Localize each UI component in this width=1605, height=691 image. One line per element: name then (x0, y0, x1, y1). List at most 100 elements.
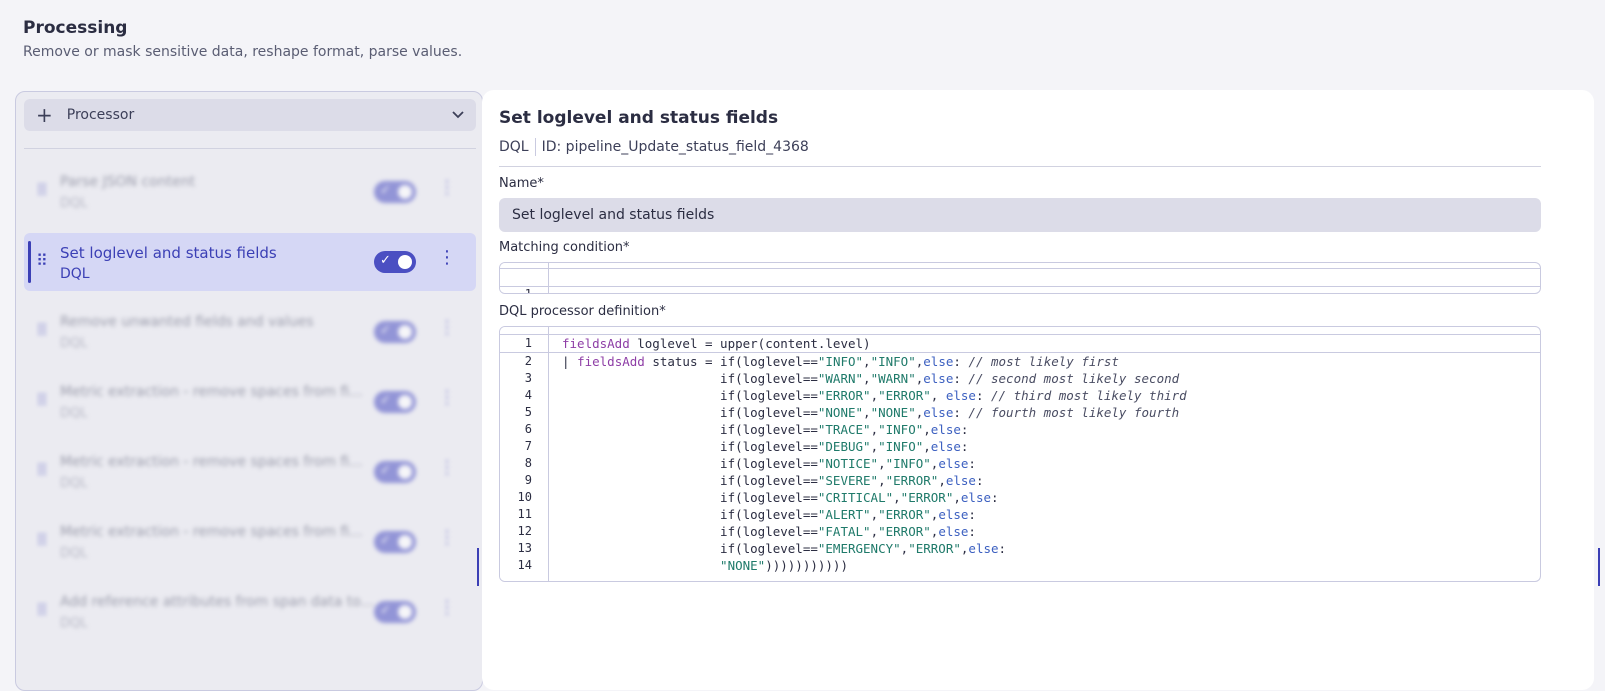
code-line: 4 if(loglevel=="ERROR","ERROR", else: //… (500, 387, 1540, 404)
code-line: 5 if(loglevel=="NONE","NONE",else: // fo… (500, 404, 1540, 421)
page-title: Processing (23, 18, 128, 38)
line-number: 14 (517, 558, 532, 572)
toggle-knob (398, 325, 412, 339)
more-vertical-icon[interactable]: ⋮ (438, 387, 456, 408)
toggle-knob (398, 255, 412, 269)
panel-resize-handle-right[interactable] (1598, 548, 1600, 586)
more-vertical-icon[interactable]: ⋮ (438, 597, 456, 618)
code-text: "NONE"))))))))))) (720, 558, 848, 573)
line-number: 9 (524, 473, 532, 487)
name-field-label: Name* (499, 176, 544, 191)
more-vertical-icon[interactable]: ⋮ (438, 317, 456, 338)
enable-toggle[interactable]: ✓ (374, 461, 416, 483)
processor-id: ID: pipeline_Update_status_field_4368 (541, 139, 809, 155)
drag-handle-icon[interactable]: ⠿ (36, 391, 48, 410)
code-text: if(loglevel=="TRACE","INFO",else: (562, 422, 969, 437)
processor-type: DQL (60, 476, 88, 491)
list-divider (24, 148, 476, 149)
matching-condition-editor[interactable]: 1 isNotNull(`content.level`) (499, 262, 1541, 294)
processor-type: DQL (60, 546, 88, 561)
line-number: 1 (524, 336, 532, 350)
drag-handle-icon[interactable]: ⠿ (36, 461, 48, 480)
processor-name: Parse JSON content (60, 174, 196, 190)
editor-gutter (500, 327, 549, 581)
meta-separator (534, 138, 536, 156)
chevron-down-icon (452, 108, 464, 122)
code-text: if(loglevel=="ALERT","ERROR",else: (562, 507, 976, 522)
more-vertical-icon[interactable]: ⋮ (438, 527, 456, 548)
processor-name: Set loglevel and status fields (60, 244, 277, 262)
code-text: if(loglevel=="EMERGENCY","ERROR",else: (562, 541, 1007, 556)
check-icon: ✓ (380, 463, 391, 478)
toggle-knob (398, 605, 412, 619)
code-line: 3 if(loglevel=="WARN","WARN",else: // se… (500, 370, 1540, 387)
line-number: 13 (517, 541, 532, 555)
check-icon: ✓ (380, 533, 391, 548)
enable-toggle[interactable]: ✓ (374, 181, 416, 203)
code-line: 14 "NONE"))))))))))) (500, 557, 1540, 574)
drag-handle-icon[interactable]: ⠿ (36, 251, 48, 270)
processor-list-item[interactable]: ⠿ Metric extraction - remove spaces from … (24, 443, 476, 501)
page-subtitle: Remove or mask sensitive data, reshape f… (23, 44, 463, 60)
name-input[interactable] (499, 198, 1541, 232)
processor-type: DQL (499, 139, 529, 155)
code-line: 9 if(loglevel=="SEVERE","ERROR",else: (500, 472, 1540, 489)
toggle-knob (398, 185, 412, 199)
enable-toggle[interactable]: ✓ (374, 601, 416, 623)
code-text: if(loglevel=="SEVERE","ERROR",else: (562, 473, 984, 488)
line-number: 4 (524, 388, 532, 402)
code-line: 11 if(loglevel=="ALERT","ERROR",else: (500, 506, 1540, 523)
processor-name: Metric extraction - remove spaces from f… (60, 384, 363, 400)
more-vertical-icon[interactable]: ⋮ (438, 177, 456, 198)
drag-handle-icon[interactable]: ⠿ (36, 321, 48, 340)
code-text: if(loglevel=="NOTICE","INFO",else: (562, 456, 976, 471)
enable-toggle[interactable]: ✓ (374, 251, 416, 273)
code-line: 12 if(loglevel=="FATAL","ERROR",else: (500, 523, 1540, 540)
line-number: 7 (524, 439, 532, 453)
matching-condition-label: Matching condition* (499, 240, 630, 255)
dql-definition-label: DQL processor definition* (499, 304, 666, 319)
code-line: 8 if(loglevel=="NOTICE","INFO",else: (500, 455, 1540, 472)
enable-toggle[interactable]: ✓ (374, 531, 416, 553)
processor-title: Set loglevel and status fields (499, 108, 779, 128)
more-vertical-icon[interactable]: ⋮ (438, 457, 456, 478)
code-text: if(loglevel=="DEBUG","INFO",else: (562, 439, 969, 454)
code-line: 13 if(loglevel=="EMERGENCY","ERROR",else… (500, 540, 1540, 557)
enable-toggle[interactable]: ✓ (374, 321, 416, 343)
add-processor-dropdown[interactable]: + Processor (24, 99, 476, 131)
line-number: 2 (524, 354, 532, 368)
enable-toggle[interactable]: ✓ (374, 391, 416, 413)
panel-resize-handle-left[interactable] (477, 548, 479, 586)
code-text: if(loglevel=="WARN","WARN",else: // seco… (562, 371, 1180, 386)
more-vertical-icon[interactable]: ⋮ (438, 247, 456, 268)
add-processor-label: Processor (66, 107, 135, 123)
processor-name: Metric extraction - remove spaces from f… (60, 454, 363, 470)
line-number: 3 (524, 371, 532, 385)
drag-handle-icon[interactable]: ⠿ (36, 181, 48, 200)
processor-type: DQL (60, 266, 90, 282)
processor-detail-panel: Set loglevel and status fields DQL ID: p… (482, 90, 1594, 690)
check-icon: ✓ (380, 253, 391, 268)
code-line: 2 | fieldsAdd status = if(loglevel=="INFO… (500, 353, 1540, 370)
code-text: if(loglevel=="NONE","NONE",else: // four… (562, 405, 1180, 420)
code-text: if(loglevel=="CRITICAL","ERROR",else: (562, 490, 999, 505)
check-icon: ✓ (380, 323, 391, 338)
toggle-knob (398, 465, 412, 479)
line-number: 10 (517, 490, 532, 504)
processor-list-item[interactable]: ⠿ Metric extraction - remove spaces from … (24, 373, 476, 431)
drag-handle-icon[interactable]: ⠿ (36, 531, 48, 550)
code-text: | fieldsAdd status = if(loglevel=="INFO"… (562, 354, 1119, 369)
processor-list-item[interactable]: ⠿Metric extraction - remove spaces from … (24, 513, 476, 571)
toggle-knob (398, 535, 412, 549)
processor-type: DQL (60, 616, 88, 631)
page-header: Processing Remove or mask sensitive data… (23, 18, 462, 60)
drag-handle-icon[interactable]: ⠿ (36, 601, 48, 620)
processor-list-item[interactable]: ⠿Add reference attributes from span data… (24, 583, 476, 641)
check-icon: ✓ (380, 603, 391, 618)
line-number: 6 (524, 422, 532, 436)
code-text: if(loglevel=="ERROR","ERROR", else: // t… (562, 388, 1187, 403)
